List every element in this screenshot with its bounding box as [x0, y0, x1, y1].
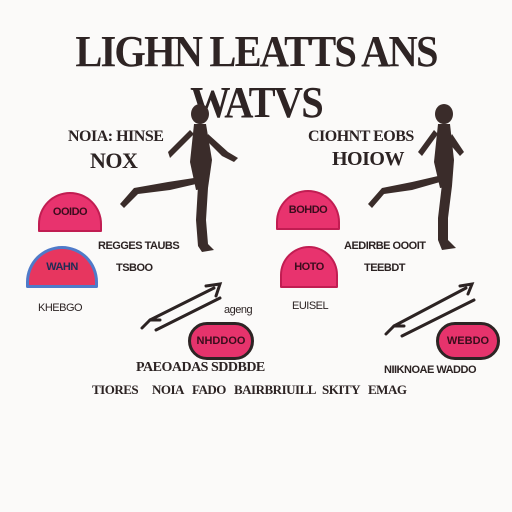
- right-badge-mid: HOTO: [280, 246, 338, 288]
- right-pill: WEBDO: [436, 322, 500, 360]
- right-mid-label: TEEBDT: [364, 262, 406, 274]
- footer-word-5: SKITY: [322, 382, 360, 397]
- left-bottom-label: PAEOADAS SDDBDE: [136, 360, 265, 375]
- right-caption-line1: CIOHNT EOBS: [308, 128, 414, 145]
- right-figure-label: AEDIRBE OOOIT: [344, 240, 426, 252]
- footer-word-4: BAIRBRIUILL: [234, 382, 316, 397]
- footer-word-2: NOIA: [152, 382, 184, 397]
- left-figure-label: REGGES TAUBS: [98, 240, 180, 252]
- right-badge-mid-label: EUISEL: [292, 300, 329, 312]
- right-bottom-label: NIIKNOAE WADDO: [384, 364, 477, 376]
- page-title: LIGHN LEATTS ANS WATVS: [75, 27, 438, 127]
- left-caption-line1: NOIA: HINSE: [68, 128, 164, 145]
- right-badge-top: BOHDO: [276, 190, 340, 230]
- right-double-arrow: [384, 282, 476, 338]
- left-mid-label: TSBOO: [116, 262, 153, 274]
- left-badge-top: OOIDO: [38, 192, 102, 232]
- footer-word-6: EMAG: [368, 382, 407, 397]
- left-runner-figure: [120, 104, 238, 252]
- left-pill: NHDDOO: [188, 322, 254, 360]
- left-badge-blue: WAHN: [26, 246, 98, 288]
- left-badge-blue-label: KHEBGO: [38, 302, 83, 314]
- right-runner-figure: [368, 104, 464, 250]
- footer-word-3: FADO: [192, 382, 226, 397]
- left-caption-line2: NOX: [90, 148, 138, 173]
- right-caption-line2: HOIOW: [332, 148, 404, 170]
- left-arrow-label: ageng: [224, 304, 253, 316]
- left-double-arrow: [140, 282, 223, 332]
- footer-word-1: TIORES: [92, 382, 139, 397]
